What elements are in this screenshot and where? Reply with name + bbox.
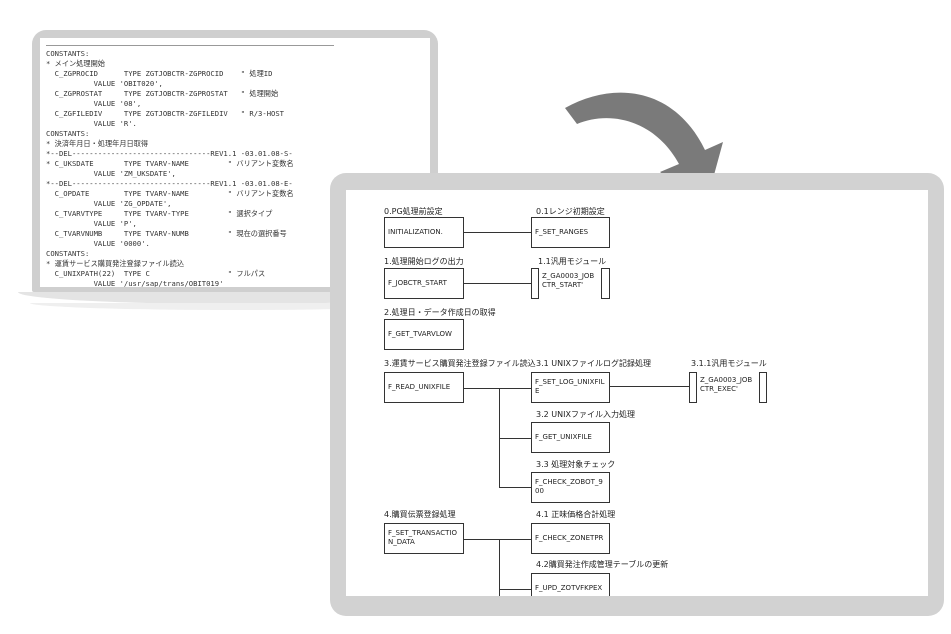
- connector: [499, 589, 531, 590]
- laptop-screen: CONSTANTS:* メイン処理開始 C_ZGPROCID TYPE ZGTJ…: [40, 38, 430, 287]
- node-heading: 4.2購買発注作成管理テーブルの更新: [536, 560, 669, 569]
- node-box: F_SET_RANGES: [531, 217, 610, 248]
- node-heading: 2.処理日・データ作成日の取得: [384, 308, 496, 317]
- node-box: F_CHECK_ZONETPR: [531, 523, 610, 554]
- node-heading: 4.購買伝票登録処理: [384, 510, 456, 519]
- code-line: VALUE 'ZG_OPDATE',: [46, 199, 172, 208]
- code-line: CONSTANTS:: [46, 129, 90, 138]
- node-heading: 1.処理開始ログの出力: [384, 257, 464, 266]
- connector: [463, 388, 531, 389]
- code-line: *--DEL--------------------------------RE…: [46, 179, 293, 188]
- connector: [499, 539, 500, 596]
- code-line: *--DEL--------------------------------RE…: [46, 149, 293, 158]
- code-line: C_ZGPROSTAT TYPE ZGTJOBCTR-ZGPROSTAT " 処…: [46, 89, 279, 98]
- code-line: VALUE '08',: [46, 99, 142, 108]
- node-heading: 3.1 UNIXファイルログ記録処理: [536, 359, 651, 368]
- node-box: Z_GA0003_JOBCTR_START': [538, 268, 602, 299]
- code-line: CONSTANTS:: [46, 49, 90, 58]
- code-line: CONSTANTS:: [46, 249, 90, 258]
- code-line: C_OPDATE TYPE TVARV-NAME " バリアント変数名: [46, 189, 294, 198]
- code-line: VALUE '/usr/sap/trans/OBIT019': [46, 279, 224, 287]
- node-heading: 0.1レンジ初期設定: [536, 207, 605, 216]
- node-box: F_UPD_ZOTVFKPEX: [531, 573, 610, 596]
- code-line: VALUE 'OBIT020',: [46, 79, 163, 88]
- code-line: C_ZGPROCID TYPE ZGTJOBCTR-ZGPROCID " 処理I…: [46, 69, 273, 78]
- code-line: * 運賃サービス購買発注登録ファイル読込: [46, 259, 185, 268]
- connector: [463, 283, 531, 284]
- code-line: C_UNIXPATH(22) TYPE C " フルパス: [46, 269, 266, 278]
- node-heading: 0.PG処理前設定: [384, 207, 443, 216]
- code-line: C_ZGFILEDIV TYPE ZGTJOBCTR-ZGFILEDIV " R…: [46, 109, 284, 118]
- code-line: VALUE '0000'.: [46, 239, 150, 248]
- node-box: F_READ_UNIXFILE: [384, 372, 464, 403]
- laptop-base-shadow: [30, 303, 442, 310]
- node-heading: 3.2 UNIXファイル入力処理: [536, 410, 635, 419]
- node-box: F_SET_LOG_UNIXFILE: [531, 372, 610, 403]
- code-line: * C_UKSDATE TYPE TVARV-NAME " バリアント変数名: [46, 159, 294, 168]
- connector: [463, 232, 531, 233]
- tablet-screen: 0.PG処理前設定 INITIALIZATION. 0.1レンジ初期設定 F_S…: [346, 190, 928, 596]
- code-line: * 決済年月日・処理年月日取得: [46, 139, 149, 148]
- node-heading: 4.1 正味価格合計処理: [536, 510, 616, 519]
- node-heading: 3.3 処理対象チェック: [536, 460, 616, 469]
- node-box: Z_GA0003_JOBCTR_EXEC': [696, 372, 760, 403]
- node-box: INITIALIZATION.: [384, 217, 464, 248]
- node-heading: 3.1.1汎用モジュール: [691, 359, 767, 368]
- code-line: * メイン処理開始: [46, 59, 105, 68]
- node-box: F_CHECK_ZOBOT_900: [531, 472, 610, 503]
- code-line: VALUE 'P',: [46, 219, 137, 228]
- connector: [463, 539, 531, 540]
- node-box: F_JOBCTR_START: [384, 268, 464, 299]
- code-line: VALUE 'ZM_UKSDATE',: [46, 169, 176, 178]
- node-box: F_GET_UNIXFILE: [531, 422, 610, 453]
- node-heading: 1.1汎用モジュール: [538, 257, 607, 266]
- connector: [610, 386, 689, 387]
- connector: [499, 438, 531, 439]
- code-line: C_TVARVNUMB TYPE TVARV-NUMB " 現在の選択番号: [46, 229, 287, 238]
- code-line: C_TVARVTYPE TYPE TVARV-TYPE " 選択タイプ: [46, 209, 273, 218]
- connector: [499, 487, 531, 488]
- code-top-rule: [46, 45, 334, 46]
- node-heading: 3.運賃サービス購買発注登録ファイル読込: [384, 359, 536, 368]
- code-line: VALUE 'R'.: [46, 119, 137, 128]
- node-box: F_GET_TVARVLOW: [384, 319, 464, 350]
- node-box: F_SET_TRANSACTION_DATA: [384, 523, 464, 554]
